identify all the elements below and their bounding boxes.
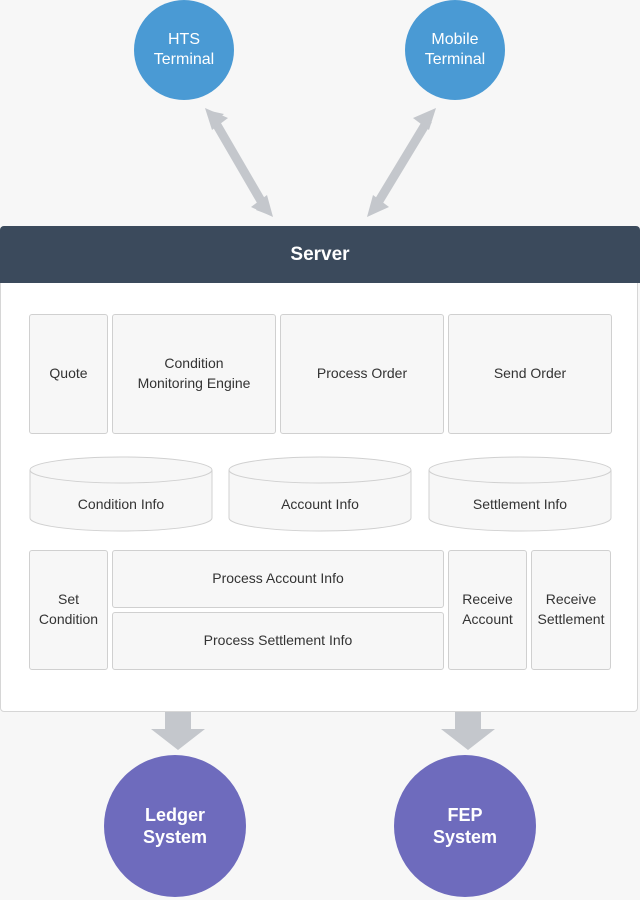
quote-label: Quote [49,365,88,382]
quote-box: Quote [29,314,108,434]
process-order-box: Process Order [280,314,444,434]
fep-system-label: FEP System [432,804,498,848]
database-icon [29,456,213,532]
settlement-info-database: Settlement Info [428,456,612,532]
send-order-box: Send Order [448,314,612,434]
mobile-server-arrow [367,108,436,217]
process-settlement-info-label: Process Settlement Info [203,632,353,649]
process-account-info-box: Process Account Info [112,550,444,608]
receive-settlement-label: Receive Settlement [537,591,605,627]
server-header: Server [0,226,640,283]
condition-info-label: Condition Info [77,496,165,512]
set-condition-label: Set Condition [38,591,99,627]
condition-monitoring-engine-label: Condition Monitoring Engine [137,355,251,391]
server-title: Server [290,243,350,265]
set-condition-box: Set Condition [29,550,108,670]
ledger-system-node: Ledger System [104,755,246,897]
hts-terminal-node: HTS Terminal [134,0,234,100]
send-order-label: Send Order [493,365,567,382]
process-account-info-label: Process Account Info [212,570,344,587]
receive-account-label: Receive Account [462,591,513,627]
mobile-terminal-node: Mobile Terminal [405,0,505,100]
account-info-database: Account Info [228,456,412,532]
condition-monitoring-engine-box: Condition Monitoring Engine [112,314,276,434]
receive-settlement-box: Receive Settlement [531,550,611,670]
settlement-info-label: Settlement Info [472,496,568,512]
hts-server-arrow [205,108,273,217]
mobile-terminal-label: Mobile Terminal [424,31,486,68]
database-icon [428,456,612,532]
hts-terminal-label: HTS Terminal [153,31,215,68]
process-settlement-info-box: Process Settlement Info [112,612,444,670]
database-icon [228,456,412,532]
fep-system-node: FEP System [394,755,536,897]
account-info-label: Account Info [281,496,359,512]
ledger-system-label: Ledger System [142,804,208,848]
process-order-label: Process Order [316,365,408,382]
receive-account-box: Receive Account [448,550,527,670]
condition-info-database: Condition Info [29,456,213,532]
